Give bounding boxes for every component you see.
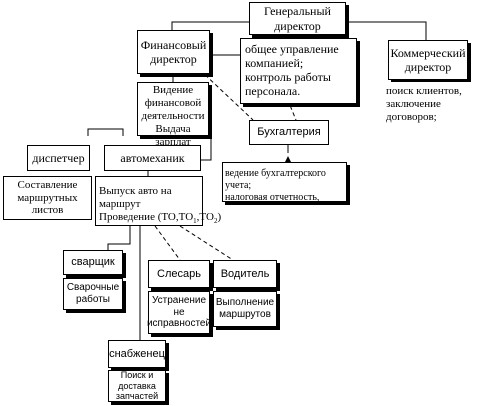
welder-tasks-text: Сварочные работы bbox=[66, 282, 120, 305]
financial-director-tasks-text: Видение финансовой деятельности Выдача з… bbox=[141, 84, 205, 148]
mechanic-tasks-suffix: ) bbox=[217, 210, 222, 223]
driver-tasks-box: Выполнение маршрутов bbox=[213, 291, 277, 327]
connector-gd-commercial bbox=[346, 21, 427, 40]
financial-director-box: Финансовый директор bbox=[137, 30, 210, 74]
arrow-up-accounting-tasks bbox=[285, 156, 291, 162]
connector-to-welder bbox=[107, 226, 131, 250]
mechanic-tasks-sub2: 2 bbox=[213, 217, 218, 226]
mechanic-tasks-prefix: Проведение (ТО,ТО bbox=[99, 210, 194, 223]
mechanic-tasks-line1: Выпуск авто на маршрут bbox=[99, 185, 172, 210]
driver-box: Водитель bbox=[213, 260, 277, 288]
supplier-label: снабженец bbox=[109, 347, 165, 360]
commercial-director-label: Коммерческий директор bbox=[390, 45, 466, 74]
general-director-box: Генеральный директор bbox=[249, 2, 346, 35]
accounting-label: Бухгалтерия bbox=[257, 126, 321, 139]
commercial-director-tasks-box: поиск клиентов, заключение договоров; bbox=[382, 82, 478, 123]
connector-bracket bbox=[87, 128, 124, 136]
accounting-tasks-box: ведение бухгалтерского учета; налоговая … bbox=[222, 162, 347, 203]
locksmith-label: Слесарь bbox=[157, 267, 201, 280]
welder-tasks-box: Сварочные работы bbox=[63, 278, 123, 310]
mechanic-label: автомеханик bbox=[120, 150, 185, 165]
financial-director-tasks-box: Видение финансовой деятельности Выдача з… bbox=[137, 82, 209, 148]
commercial-director-tasks-text: поиск клиентов, заключение договоров; bbox=[386, 85, 462, 123]
commercial-director-box: Коммерческий директор bbox=[388, 40, 468, 80]
welder-label: сварщик bbox=[71, 256, 115, 269]
financial-director-label: Финансовый директор bbox=[140, 37, 207, 66]
supplier-tasks-text: Поиск и доставка запчастей bbox=[115, 370, 159, 402]
connector-gd-financial bbox=[171, 21, 249, 30]
locksmith-box: Слесарь bbox=[148, 260, 210, 288]
connector-to-driver-dashed bbox=[179, 225, 234, 261]
accounting-box: Бухгалтерия bbox=[249, 120, 329, 145]
driver-label: Водитель bbox=[220, 267, 270, 280]
dispatcher-tasks-box: Составление маршрутных листов bbox=[3, 176, 92, 220]
mechanic-tasks-line2: Проведение (ТО,ТО1,ТО2) bbox=[99, 210, 221, 226]
general-director-tasks-box: общее управление компанией; контроль раб… bbox=[240, 38, 357, 104]
mechanic-tasks-sub1: 1 bbox=[193, 217, 197, 226]
connector-to-locksmith-dashed bbox=[154, 225, 181, 261]
locksmith-tasks-text: Устранение не исправностей bbox=[146, 294, 212, 330]
mechanic-tasks-sep: ,ТО bbox=[196, 210, 214, 223]
driver-tasks-text: Выполнение маршрутов bbox=[215, 297, 275, 320]
supplier-box: снабженец bbox=[108, 340, 166, 368]
mechanic-tasks-box: Выпуск авто на маршрут Проведение (ТО,ТО… bbox=[95, 176, 221, 226]
connector-fd-accounting-dashed bbox=[199, 69, 254, 121]
locksmith-tasks-box: Устранение не исправностей bbox=[146, 291, 212, 334]
accounting-tasks-text: ведение бухгалтерского учета; налоговая … bbox=[225, 168, 326, 203]
welder-box: сварщик bbox=[63, 250, 123, 275]
dispatcher-box: диспетчер bbox=[27, 145, 90, 171]
mechanic-box: автомеханик bbox=[104, 145, 201, 171]
supplier-tasks-box: Поиск и доставка запчастей bbox=[108, 370, 166, 402]
connector-gdtasks-accounting-dashed bbox=[284, 92, 297, 121]
dispatcher-tasks-text: Составление маршрутных листов bbox=[17, 178, 78, 217]
general-director-tasks-text: общее управление компанией; контроль раб… bbox=[245, 42, 339, 99]
general-director-label: Генеральный директор bbox=[264, 4, 331, 33]
connector-fd-mechanic bbox=[201, 87, 212, 161]
dispatcher-label: диспетчер bbox=[32, 150, 85, 165]
